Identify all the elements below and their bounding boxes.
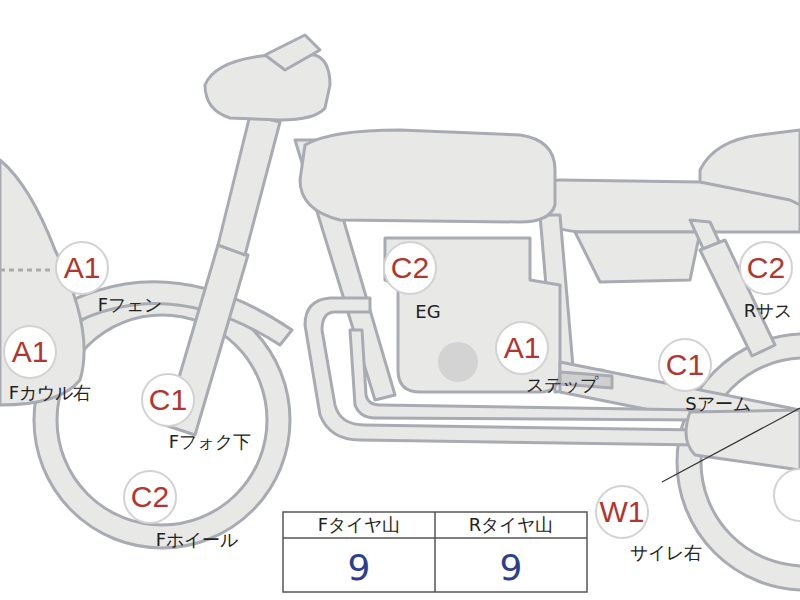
callout-code: A1 [55, 241, 109, 295]
callout-node: W1サイレ右 [595, 485, 649, 539]
part-name: Fフォク下 [169, 431, 251, 453]
callout-code: W1 [595, 485, 649, 539]
callout-node: C1Sアーム [658, 338, 712, 392]
table-cell: 9 [348, 546, 371, 589]
part-name: Fホイール [156, 529, 238, 551]
callout-code: A1 [495, 321, 549, 375]
callout-node: C1Fフォク下 [141, 373, 195, 427]
callout-code: C2 [123, 470, 177, 524]
callout-node: A1Fカウル右 [3, 325, 57, 379]
table-cell: Rタイヤ山 [469, 514, 554, 536]
part-name: EG [415, 301, 440, 323]
tyre-table [283, 512, 587, 592]
table-cell: 9 [500, 546, 523, 589]
part-name: Fカウル右 [9, 382, 91, 404]
table-cell: Fタイヤ山 [318, 514, 400, 536]
callout-code: C1 [658, 338, 712, 392]
callout-node: A1ステップ [495, 321, 549, 375]
callout-code: C2 [739, 241, 793, 295]
part-name: サイレ右 [630, 542, 702, 564]
part-name: Rサス [744, 300, 793, 322]
part-name: Sアーム [685, 393, 750, 415]
callout-node: C2EG [383, 241, 437, 295]
part-name: ステップ [526, 374, 598, 396]
callout-code: C2 [383, 241, 437, 295]
callout-node: A1Fフェン [55, 241, 109, 295]
callout-node: C2Fホイール [123, 470, 177, 524]
callout-code: C1 [141, 373, 195, 427]
part-name: Fフェン [98, 294, 162, 316]
callout-code: A1 [3, 325, 57, 379]
callout-node: C2Rサス [739, 241, 793, 295]
